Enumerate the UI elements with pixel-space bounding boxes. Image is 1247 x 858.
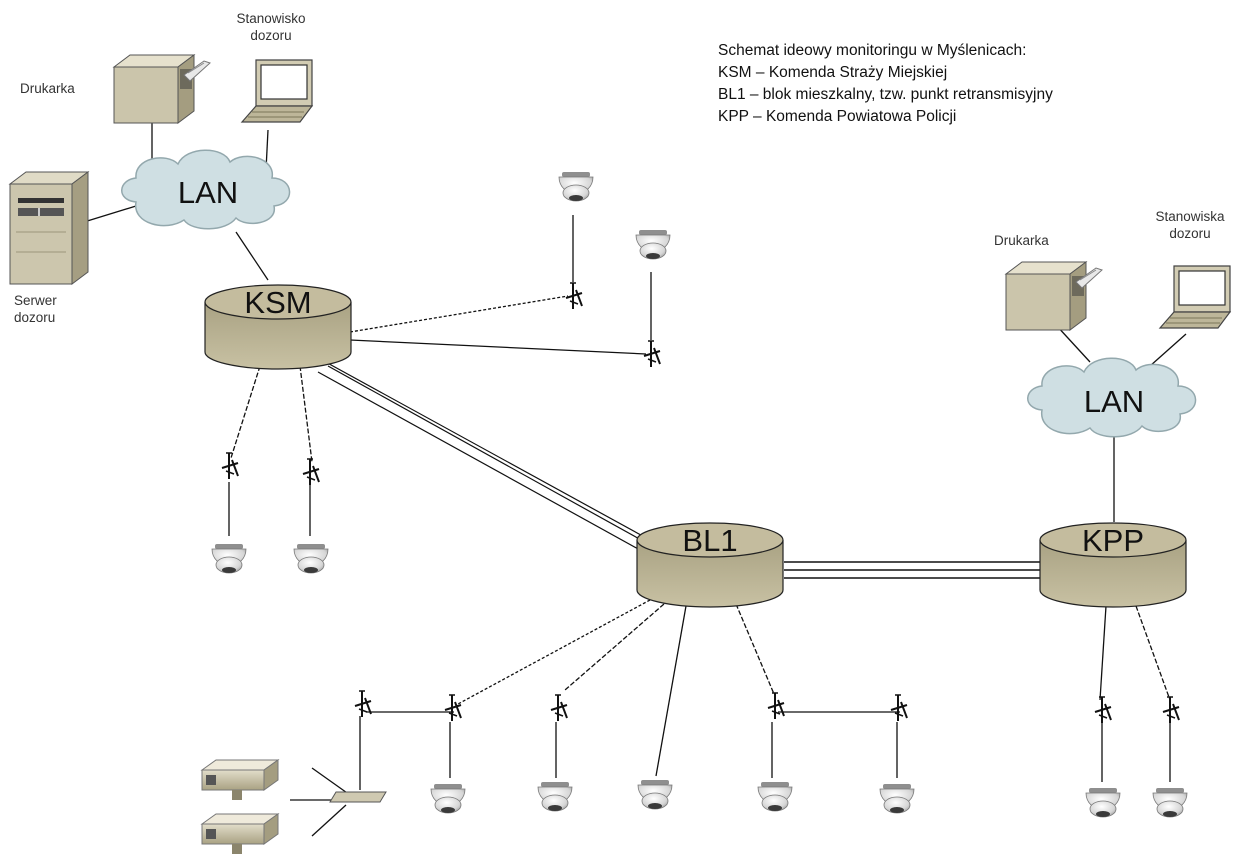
box-camera-icon xyxy=(201,813,279,855)
description-title: Schemat ideowy monitoringu w Myślenicach… xyxy=(718,42,1027,59)
right-workstation-label: Stanowiska dozoru xyxy=(1155,209,1225,241)
left-printer-label: Drukarka xyxy=(20,81,75,96)
left-workstation-label: Stanowisko dozoru xyxy=(236,11,306,43)
lan-ksm-link xyxy=(235,231,269,281)
dome-camera-icon xyxy=(558,171,594,202)
dome-camera-icon xyxy=(293,543,329,574)
left-lan-label: LAN xyxy=(178,175,238,210)
wireless-ap-icon xyxy=(302,458,320,486)
kpp-label: KPP xyxy=(1082,523,1144,558)
wireless-ap-icon xyxy=(643,340,661,368)
wireless-ap-icon xyxy=(444,694,462,722)
dome-camera-icon xyxy=(1152,787,1188,818)
wireless-ap-icon xyxy=(550,694,568,722)
right-workstation-icon xyxy=(1159,265,1231,329)
ksm-label: KSM xyxy=(244,285,311,320)
description-line-bl1: BL1 – blok mieszkalny, tzw. punkt retran… xyxy=(718,86,1053,103)
dome-camera-icon xyxy=(1085,787,1121,818)
wireless-ap-icon xyxy=(221,452,239,480)
bl1-label: BL1 xyxy=(682,523,737,558)
left-server-label: Serwer dozoru xyxy=(14,293,57,325)
dome-camera-icon xyxy=(211,543,247,574)
description-line-ksm: KSM – Komenda Straży Miejskiej xyxy=(718,64,948,81)
right-printer-icon xyxy=(1005,261,1103,331)
wireless-ap-icon xyxy=(354,690,372,718)
left-server-icon xyxy=(9,171,89,285)
description-line-kpp: KPP – Komenda Powiatowa Policji xyxy=(718,108,957,125)
description-block: Schemat ideowy monitoringu w Myślenicach… xyxy=(718,40,1053,128)
wireless-ap-icon xyxy=(1094,696,1112,724)
connections xyxy=(83,113,1187,837)
dome-camera-icon xyxy=(430,783,466,814)
dome-camera-icon xyxy=(537,781,573,812)
dome-camera-icon xyxy=(879,783,915,814)
dome-camera-icon xyxy=(637,779,673,810)
wireless-ap-icon xyxy=(565,282,583,310)
box-camera-icon xyxy=(201,759,279,801)
camera-mount-icon xyxy=(329,791,387,803)
dome-camera-icon xyxy=(635,229,671,260)
left-workstation-icon xyxy=(241,59,313,123)
right-printer-label: Drukarka xyxy=(994,233,1049,248)
ksm-ap-link-2 xyxy=(349,339,647,355)
wireless-ap-icon xyxy=(890,694,908,722)
dome-camera-icon xyxy=(757,781,793,812)
ksm-ap-link-1 xyxy=(349,295,569,333)
wireless-ap-icon xyxy=(767,692,785,720)
left-printer-icon xyxy=(113,54,211,124)
right-lan-label: LAN xyxy=(1084,384,1144,419)
wireless-ap-icon xyxy=(1162,696,1180,724)
server-lan-link xyxy=(83,205,137,223)
